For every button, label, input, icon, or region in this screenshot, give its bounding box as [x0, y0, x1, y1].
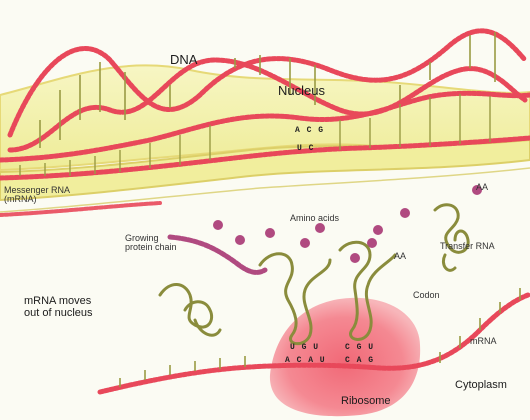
cytoplasm-label: Cytoplasm	[455, 380, 507, 392]
messenger-rna-label: Messenger RNA (mRNA)	[4, 186, 70, 205]
nucleus-bases-top: A C G	[295, 126, 324, 135]
growing-protein-chain-label: Growing protein chain	[125, 234, 177, 253]
trna-free-left-2	[195, 320, 220, 335]
nucleus-label: Nucleus	[278, 84, 325, 98]
dna-label: DNA	[170, 53, 197, 67]
ribosome-right-codon: C A G	[345, 356, 374, 365]
trna-free-right-2	[443, 255, 455, 270]
ribosome-left-codon: A C A U	[285, 356, 326, 365]
amino-acid-tag-ribosome: AA	[394, 252, 406, 261]
ribosome-left-anticodon: U G U	[290, 343, 319, 352]
amino-acid-tag-right: AA	[476, 183, 488, 192]
growing-protein-chain	[170, 237, 265, 272]
mrna-label: mRNA	[470, 337, 497, 346]
ribosome-right-anticodon: C G U	[345, 343, 374, 352]
nucleus-bases-bottom: U C	[297, 144, 314, 153]
codon-label: Codon	[413, 291, 440, 300]
transfer-rna-label: Transfer RNA	[440, 242, 495, 251]
amino-acids-label: Amino acids	[290, 214, 339, 223]
trna-free-left	[160, 284, 212, 327]
mrna-moves-label: mRNA moves out of nucleus	[24, 296, 93, 319]
ribosome-label: Ribosome	[341, 396, 391, 408]
